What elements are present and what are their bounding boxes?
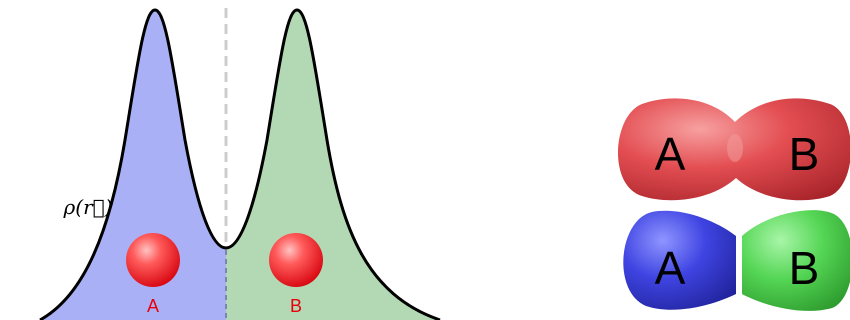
shared-atom-a-label: A <box>655 128 686 180</box>
shared-density-molecule: A B <box>618 98 850 201</box>
basin-a-label: A <box>655 242 686 294</box>
atom-a-basin <box>623 210 736 310</box>
nucleus-b-label: B <box>290 296 302 316</box>
density-function-label: ρ(r⃗) <box>63 195 113 219</box>
shared-atom-b-label: B <box>789 128 820 180</box>
atom-b-basin <box>742 210 850 311</box>
nucleus-a <box>126 233 180 287</box>
nucleus-a-label: A <box>147 296 159 316</box>
density-plot: A B ρ(r⃗) <box>39 8 441 320</box>
nucleus-b <box>269 233 323 287</box>
density-region-a <box>40 10 226 320</box>
density-curve <box>39 8 441 320</box>
partitioned-density-molecule: A B <box>623 210 850 311</box>
basin-b-label: B <box>789 242 820 294</box>
